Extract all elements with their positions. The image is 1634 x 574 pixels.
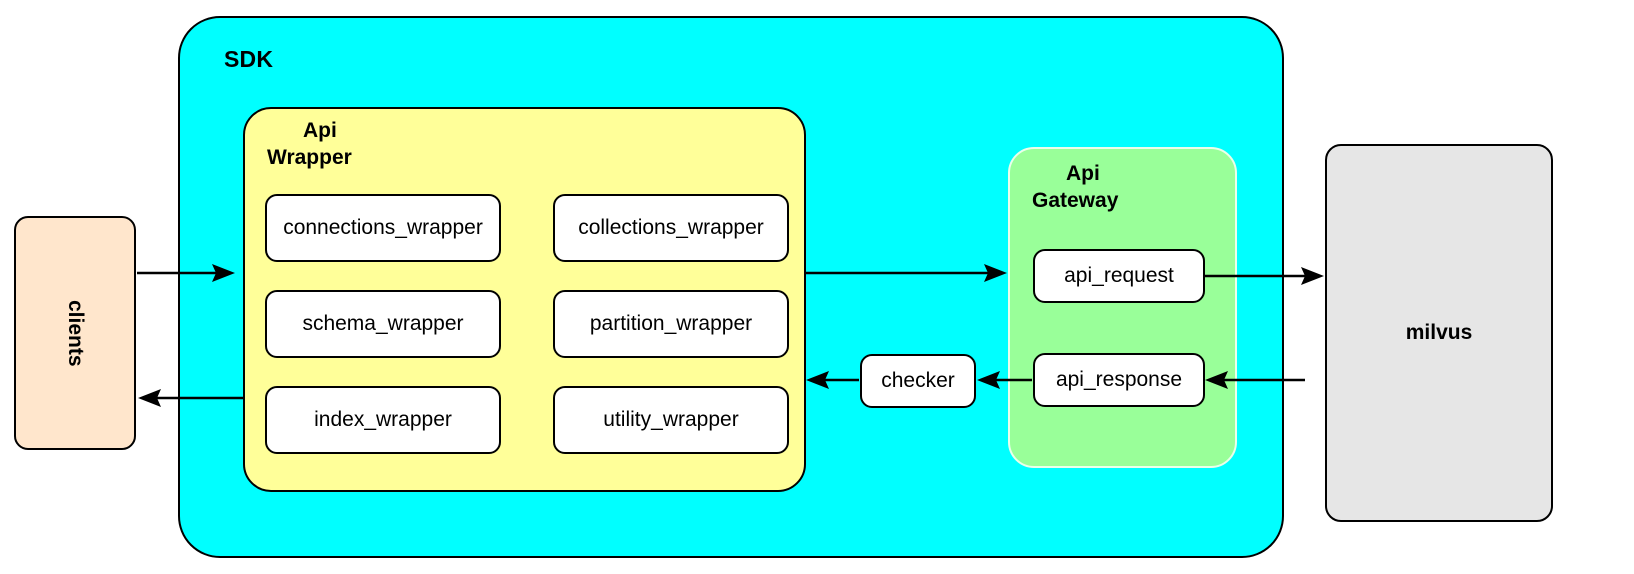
schema-wrapper-node[interactable]: schema_wrapper xyxy=(265,290,501,358)
collections-wrapper-label: collections_wrapper xyxy=(578,216,764,239)
partition-wrapper-node[interactable]: partition_wrapper xyxy=(553,290,789,358)
connections-wrapper-label: connections_wrapper xyxy=(283,216,483,239)
api-response-label: api_response xyxy=(1055,368,1183,391)
utility-wrapper-node[interactable]: utility_wrapper xyxy=(553,386,789,454)
checker-node[interactable]: checker xyxy=(860,354,976,408)
api-request-label: api_request xyxy=(1064,264,1174,287)
api-gateway-label: Api Gateway xyxy=(1024,161,1204,215)
api-gateway-container[interactable]: Api Gateway xyxy=(1008,147,1237,468)
utility-wrapper-label: utility_wrapper xyxy=(603,408,739,431)
api-gateway-label-line1: Api xyxy=(1066,162,1100,185)
api-response-node[interactable]: api_response xyxy=(1033,353,1205,407)
schema-wrapper-label: schema_wrapper xyxy=(302,312,464,335)
api-request-node[interactable]: api_request xyxy=(1033,249,1205,303)
sdk-label: SDK xyxy=(224,46,274,72)
checker-label: checker xyxy=(881,369,955,392)
connections-wrapper-node[interactable]: connections_wrapper xyxy=(265,194,501,262)
index-wrapper-label: index_wrapper xyxy=(314,408,452,431)
clients-node[interactable]: clients xyxy=(14,216,136,450)
clients-label: clients xyxy=(64,299,87,367)
milvus-label: milvus xyxy=(1405,321,1473,344)
collections-wrapper-node[interactable]: collections_wrapper xyxy=(553,194,789,262)
api-wrapper-label-line2: Wrapper xyxy=(267,145,352,169)
milvus-node[interactable]: milvus xyxy=(1325,144,1553,522)
api-wrapper-label-line1: Api xyxy=(303,119,337,142)
api-gateway-label-line2: Gateway xyxy=(1032,188,1119,212)
partition-wrapper-label: partition_wrapper xyxy=(589,312,753,335)
index-wrapper-node[interactable]: index_wrapper xyxy=(265,386,501,454)
api-wrapper-label: Api Wrapper xyxy=(267,118,437,172)
